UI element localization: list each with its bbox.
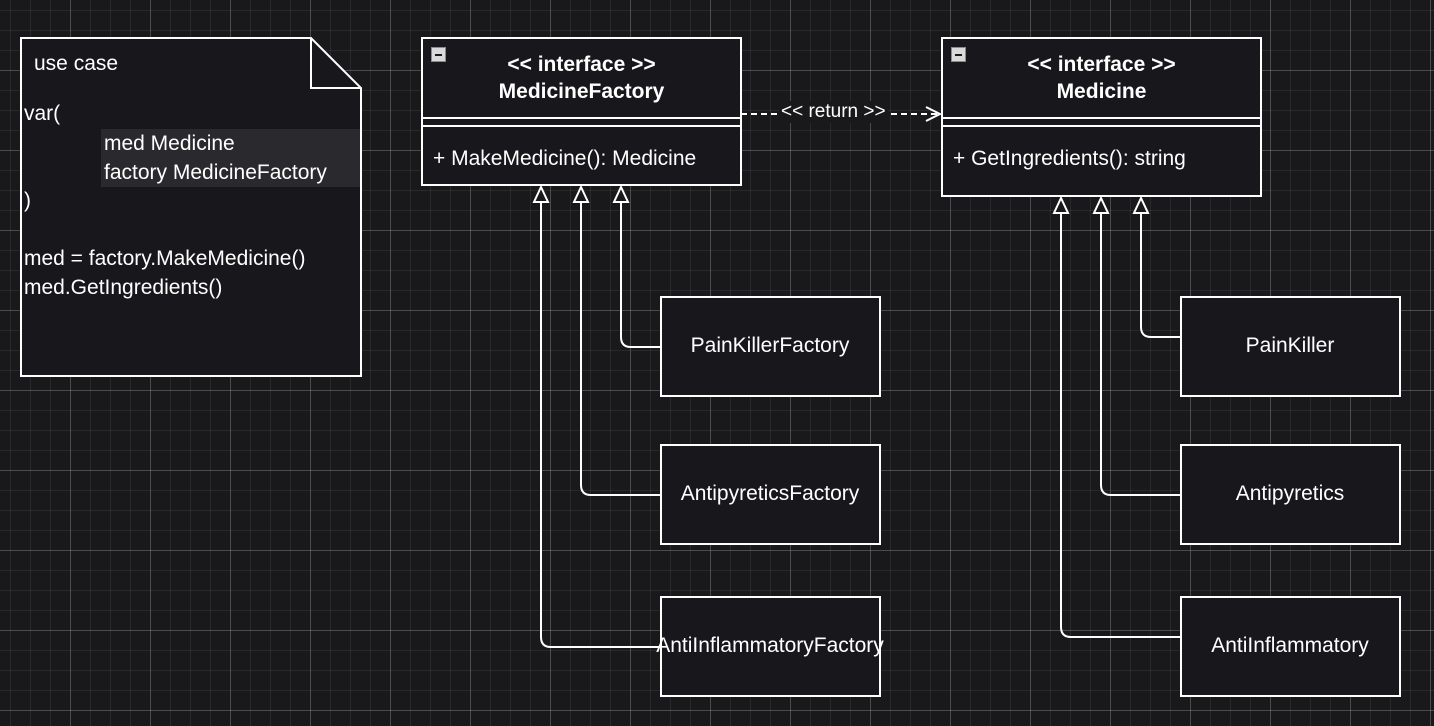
interface-header [943, 39, 1260, 119]
painkiller-label: PainKiller [1245, 334, 1335, 357]
interface-method: + MakeMedicine(): Medicine [433, 147, 697, 170]
interface-name: MedicineFactory [498, 80, 665, 103]
interface-header [423, 39, 740, 119]
interface-divider [423, 125, 740, 127]
return-arrow-head [925, 106, 943, 122]
note-var-close: ) [24, 189, 31, 212]
inherit-arrow-1 [532, 184, 550, 203]
note-assign: med = factory.MakeMedicine() [24, 247, 306, 270]
note-factory-decl: factory MedicineFactory [104, 161, 327, 184]
inherit-line-antiinflammatoryfactory [540, 202, 661, 648]
note-var-open: var( [24, 102, 61, 125]
note-title: use case [34, 52, 119, 75]
inherit-arrow-6 [1132, 195, 1150, 214]
interface-name: Medicine [1056, 80, 1147, 103]
collapse-icon[interactable] [431, 47, 446, 62]
inherit-line-painkiller [1140, 213, 1181, 338]
inherit-line-antipyretics [1100, 213, 1181, 496]
inherit-arrow-3 [612, 184, 630, 203]
painkiller-class[interactable] [1180, 296, 1401, 397]
medicine-interface[interactable]: << interface >> Medicine + GetIngredient… [941, 37, 1262, 197]
inherit-arrow-5 [1092, 195, 1110, 214]
use-case-note[interactable] [20, 37, 362, 377]
inherit-line-antiinflammatory [1060, 213, 1181, 638]
note-highlight [101, 129, 360, 187]
antiinflammatory-label: AntiInflammatory [1211, 634, 1369, 657]
interface-method: + GetIngredients(): string [953, 147, 1186, 170]
inherit-line-painkillerfactory [620, 202, 661, 348]
antiinflammatory-factory-label: AntiInflammatoryFactory [656, 634, 884, 657]
painkiller-factory-class[interactable] [660, 296, 881, 397]
inherit-arrow-2 [572, 184, 590, 203]
antipyretics-factory-label: AntipyreticsFactory [680, 482, 860, 505]
antipyretics-label: Antipyretics [1235, 482, 1345, 505]
interface-divider [943, 125, 1260, 127]
return-label: << return >> [779, 101, 888, 123]
antiinflammatory-class[interactable] [1180, 596, 1401, 697]
inherit-arrow-4 [1052, 195, 1070, 214]
collapse-icon[interactable] [951, 47, 966, 62]
interface-stereotype: << interface >> [507, 53, 656, 76]
painkiller-factory-label: PainKillerFactory [690, 334, 850, 357]
medicine-factory-interface[interactable]: << interface >> MedicineFactory + MakeMe… [421, 37, 742, 186]
interface-stereotype: << interface >> [1027, 53, 1176, 76]
antipyretics-class[interactable] [1180, 444, 1401, 545]
note-med-decl: med Medicine [104, 132, 235, 155]
inherit-line-antipyreticsfactory [580, 202, 661, 496]
note-call: med.GetIngredients() [24, 276, 223, 299]
note-fold [310, 38, 361, 89]
antiinflammatory-factory-class[interactable] [660, 596, 881, 697]
antipyretics-factory-class[interactable] [660, 444, 881, 545]
